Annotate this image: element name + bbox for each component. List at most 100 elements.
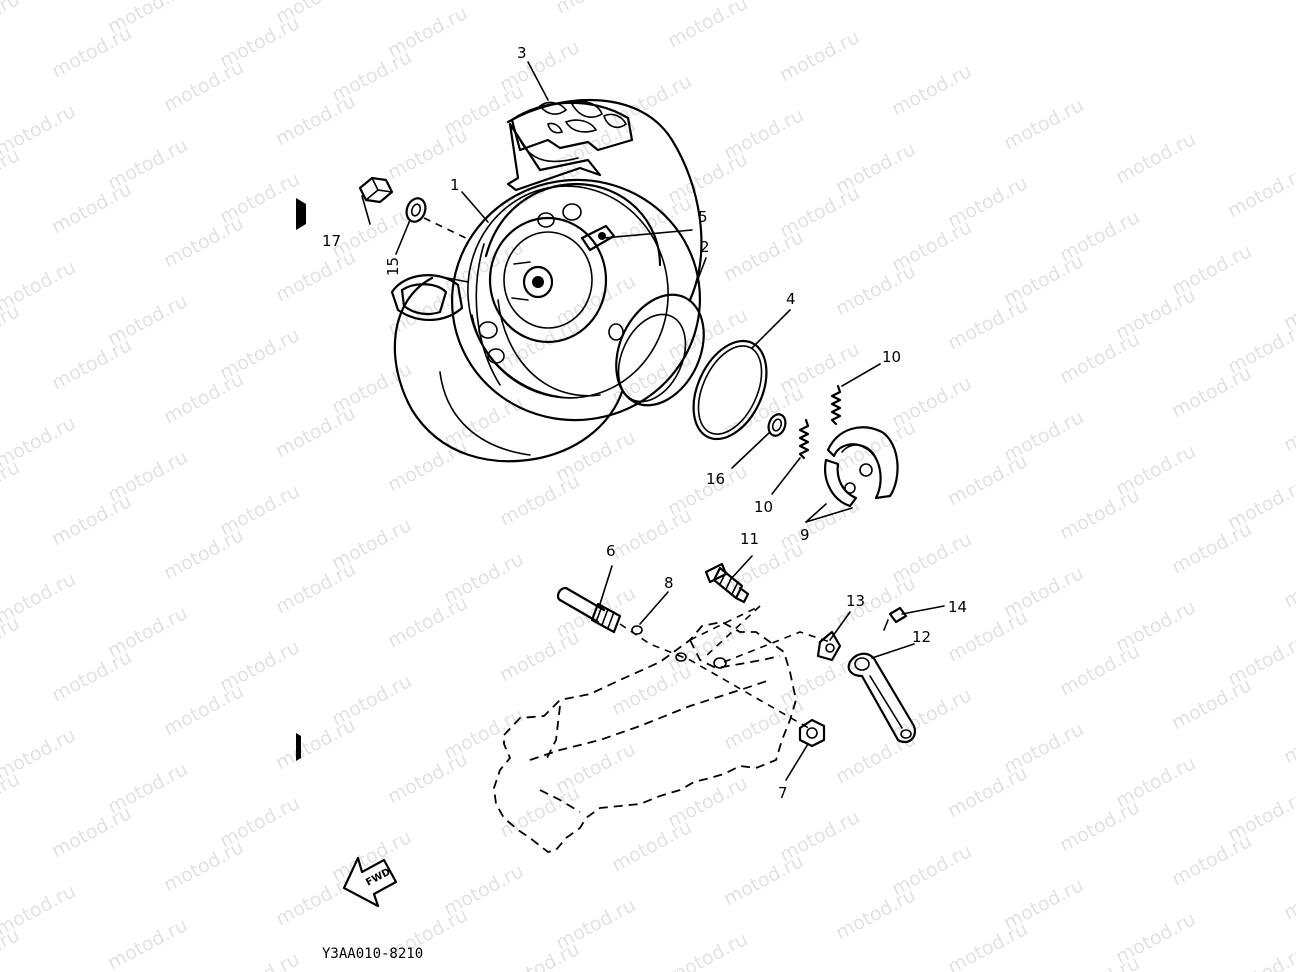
watermark-text: motod.ru <box>944 918 1031 972</box>
watermark-text: motod.ru <box>48 490 135 550</box>
watermark-text: motod.ru <box>1056 796 1143 856</box>
watermark-text: motod.ru <box>1056 484 1143 544</box>
watermark-text: motod.ru <box>888 60 975 120</box>
watermark-text: motod.ru <box>1224 162 1296 222</box>
watermark-text: motod.ru <box>608 192 695 252</box>
watermark-text: motod.ru <box>1000 94 1087 154</box>
watermark-text: motod.ru <box>160 836 247 896</box>
watermark-text: motod.ru <box>0 0 23 48</box>
watermark-text: motod.ru <box>720 850 807 910</box>
wheel-drawing <box>450 178 702 422</box>
watermark-text: motod.ru <box>0 768 23 828</box>
watermark-text: motod.ru <box>1056 328 1143 388</box>
watermark-text: motod.ru <box>160 56 247 116</box>
watermark-text: motod.ru <box>552 0 639 18</box>
watermark-text: motod.ru <box>608 816 695 876</box>
washer-15-hole <box>410 203 422 217</box>
tube-band-inner <box>617 313 687 403</box>
spring-upper <box>830 384 842 426</box>
watermark-text: motod.ru <box>1056 952 1143 972</box>
watermark-text: motod.ru <box>664 928 751 972</box>
brake-shoe-drawing <box>824 426 899 508</box>
callout-13: 13 <box>846 592 865 610</box>
watermark-text: motod.ru <box>1112 128 1199 188</box>
watermark-text: motod.ru <box>0 924 23 972</box>
watermark-text: motod.ru <box>0 300 23 360</box>
watermark-text: motod.ru <box>160 680 247 740</box>
watermark-text: motod.ru <box>944 762 1031 822</box>
nut-17 <box>358 176 394 204</box>
watermark-text: motod.ru <box>272 558 359 618</box>
watermark-text: motod.ru <box>0 144 23 204</box>
watermark-text: motod.ru <box>272 402 359 462</box>
fwd-arrow: FWD <box>342 856 398 908</box>
callout-1: 1 <box>450 176 460 194</box>
callout-5: 5 <box>698 208 708 226</box>
callout-11: 11 <box>740 530 759 548</box>
callout-numbers: 3 1 5 2 4 10 16 10 9 6 11 8 13 14 12 17 … <box>322 44 967 802</box>
watermark-text: motod.ru <box>608 504 695 564</box>
callout-8: 8 <box>664 574 674 592</box>
watermark-text: motod.ru <box>48 802 135 862</box>
watermark-text: motod.ru <box>832 260 919 320</box>
shaft-drawing <box>556 586 622 634</box>
leader-lines <box>361 61 945 781</box>
callout-14: 14 <box>948 598 967 616</box>
nut-17-faces <box>365 177 393 201</box>
watermark-text: motod.ru <box>1168 674 1255 734</box>
seal-inner <box>771 418 783 432</box>
lever-12 <box>847 652 916 744</box>
watermark-text: motod.ru <box>384 592 471 652</box>
watermark-text: motod.ru <box>48 22 135 82</box>
o-ring <box>692 339 768 441</box>
watermark-text: motod.ru <box>272 870 359 930</box>
watermark-text: motod.ru <box>272 246 359 306</box>
watermark-text: motod.ru <box>384 748 471 808</box>
callout-2: 2 <box>700 238 710 256</box>
watermark-text: motod.ru <box>160 212 247 272</box>
watermark-text: motod.ru <box>496 314 583 374</box>
watermark-text: motod.ru <box>1280 708 1296 768</box>
watermark-text: motod.ru <box>216 948 303 972</box>
registration-mark-top <box>296 198 306 230</box>
watermark-text: motod.ru <box>496 470 583 530</box>
watermark-text: motod.ru <box>0 612 23 672</box>
o-ring-8b <box>675 652 687 662</box>
watermark-text: motod.ru <box>1280 396 1296 456</box>
camshaft-drawing <box>704 562 750 604</box>
assembly-lines <box>423 217 831 731</box>
watermark-text: motod.ru <box>1224 942 1296 972</box>
callout-6: 6 <box>606 542 616 560</box>
callout-10-upper: 10 <box>882 348 901 366</box>
callout-17: 17 <box>322 232 341 250</box>
watermark-text: motod.ru <box>1280 864 1296 924</box>
o-ring-inner <box>697 345 763 435</box>
watermark-text: motod.ru <box>48 646 135 706</box>
watermark-text: motod.ru <box>1168 362 1255 422</box>
watermark-text: motod.ru <box>944 294 1031 354</box>
o-ring-8c <box>713 657 727 669</box>
plate-13-hole <box>825 643 835 653</box>
watermark-text: motod.ru <box>1280 552 1296 612</box>
callout-16: 16 <box>706 470 725 488</box>
watermark-text: motod.ru <box>664 0 751 52</box>
tire-drawing <box>390 98 703 463</box>
callout-3: 3 <box>517 44 527 62</box>
watermark-text: motod.ru <box>160 368 247 428</box>
watermark-text: motod.ru <box>48 178 135 238</box>
o-ring-8 <box>631 625 643 635</box>
watermark-text: motod.ru <box>608 660 695 720</box>
watermark-text: motod.ru <box>1056 640 1143 700</box>
watermark-text: motod.ru <box>384 436 471 496</box>
washer-15 <box>405 197 427 223</box>
watermark-text: motod.ru <box>272 90 359 150</box>
watermark-text: motod.ru <box>720 226 807 286</box>
watermark-text: motod.ru <box>776 26 863 86</box>
watermark-text: motod.ru <box>496 158 583 218</box>
registration-mark-bottom <box>296 733 301 761</box>
watermark-text: motod.ru <box>496 626 583 686</box>
watermark-text: motod.ru <box>0 456 23 516</box>
